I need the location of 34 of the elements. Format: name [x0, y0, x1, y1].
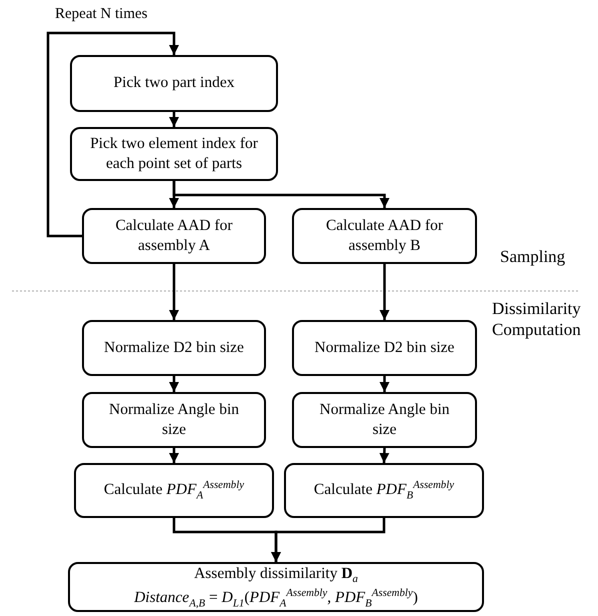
process-box	[284, 463, 484, 518]
step-text: Normalize D2 bin size	[104, 338, 244, 358]
step-text: Normalize Angle bin size	[318, 400, 450, 440]
process-box	[82, 392, 266, 448]
process-box	[74, 463, 274, 518]
arrow	[380, 264, 390, 320]
step-text: Normalize Angle bin size	[108, 400, 240, 440]
arrow	[169, 376, 179, 392]
step-text: Calculate AAD for assembly A	[114, 216, 234, 256]
step-text: Pick two element index for each point set of parts	[89, 134, 259, 174]
process-box	[82, 320, 266, 376]
arrow	[169, 112, 179, 127]
arrow	[169, 448, 179, 463]
section-label: Sampling	[500, 246, 566, 268]
arrow	[169, 264, 179, 320]
process-box	[292, 392, 477, 448]
process-box	[70, 55, 278, 112]
process-box	[70, 127, 278, 181]
process-box	[68, 562, 484, 612]
step-text: Calculate AAD for assembly B	[324, 216, 444, 256]
process-box	[82, 208, 266, 264]
edge-label: Repeat N times	[55, 6, 148, 23]
arrow	[172, 181, 390, 208]
step-text: Pick two part index	[114, 73, 234, 94]
step-text: Assembly dissimilarity D$_{a}$	[194, 564, 358, 586]
section-label: Dissimilarity Computation	[492, 298, 582, 340]
arrow	[271, 518, 386, 562]
arrow	[46, 32, 179, 238]
arrow	[379, 448, 390, 464]
step-text: Normalize D2 bin size	[314, 338, 454, 358]
process-box	[292, 208, 477, 264]
formula-text: Distance$_{A,B}$ = D$_{L1}$(PDF$_{A}$$^{Assembly}$, PDF$_{B}$$^{Assembly}$)	[134, 586, 418, 610]
arrow	[380, 376, 390, 392]
process-box	[292, 320, 477, 376]
